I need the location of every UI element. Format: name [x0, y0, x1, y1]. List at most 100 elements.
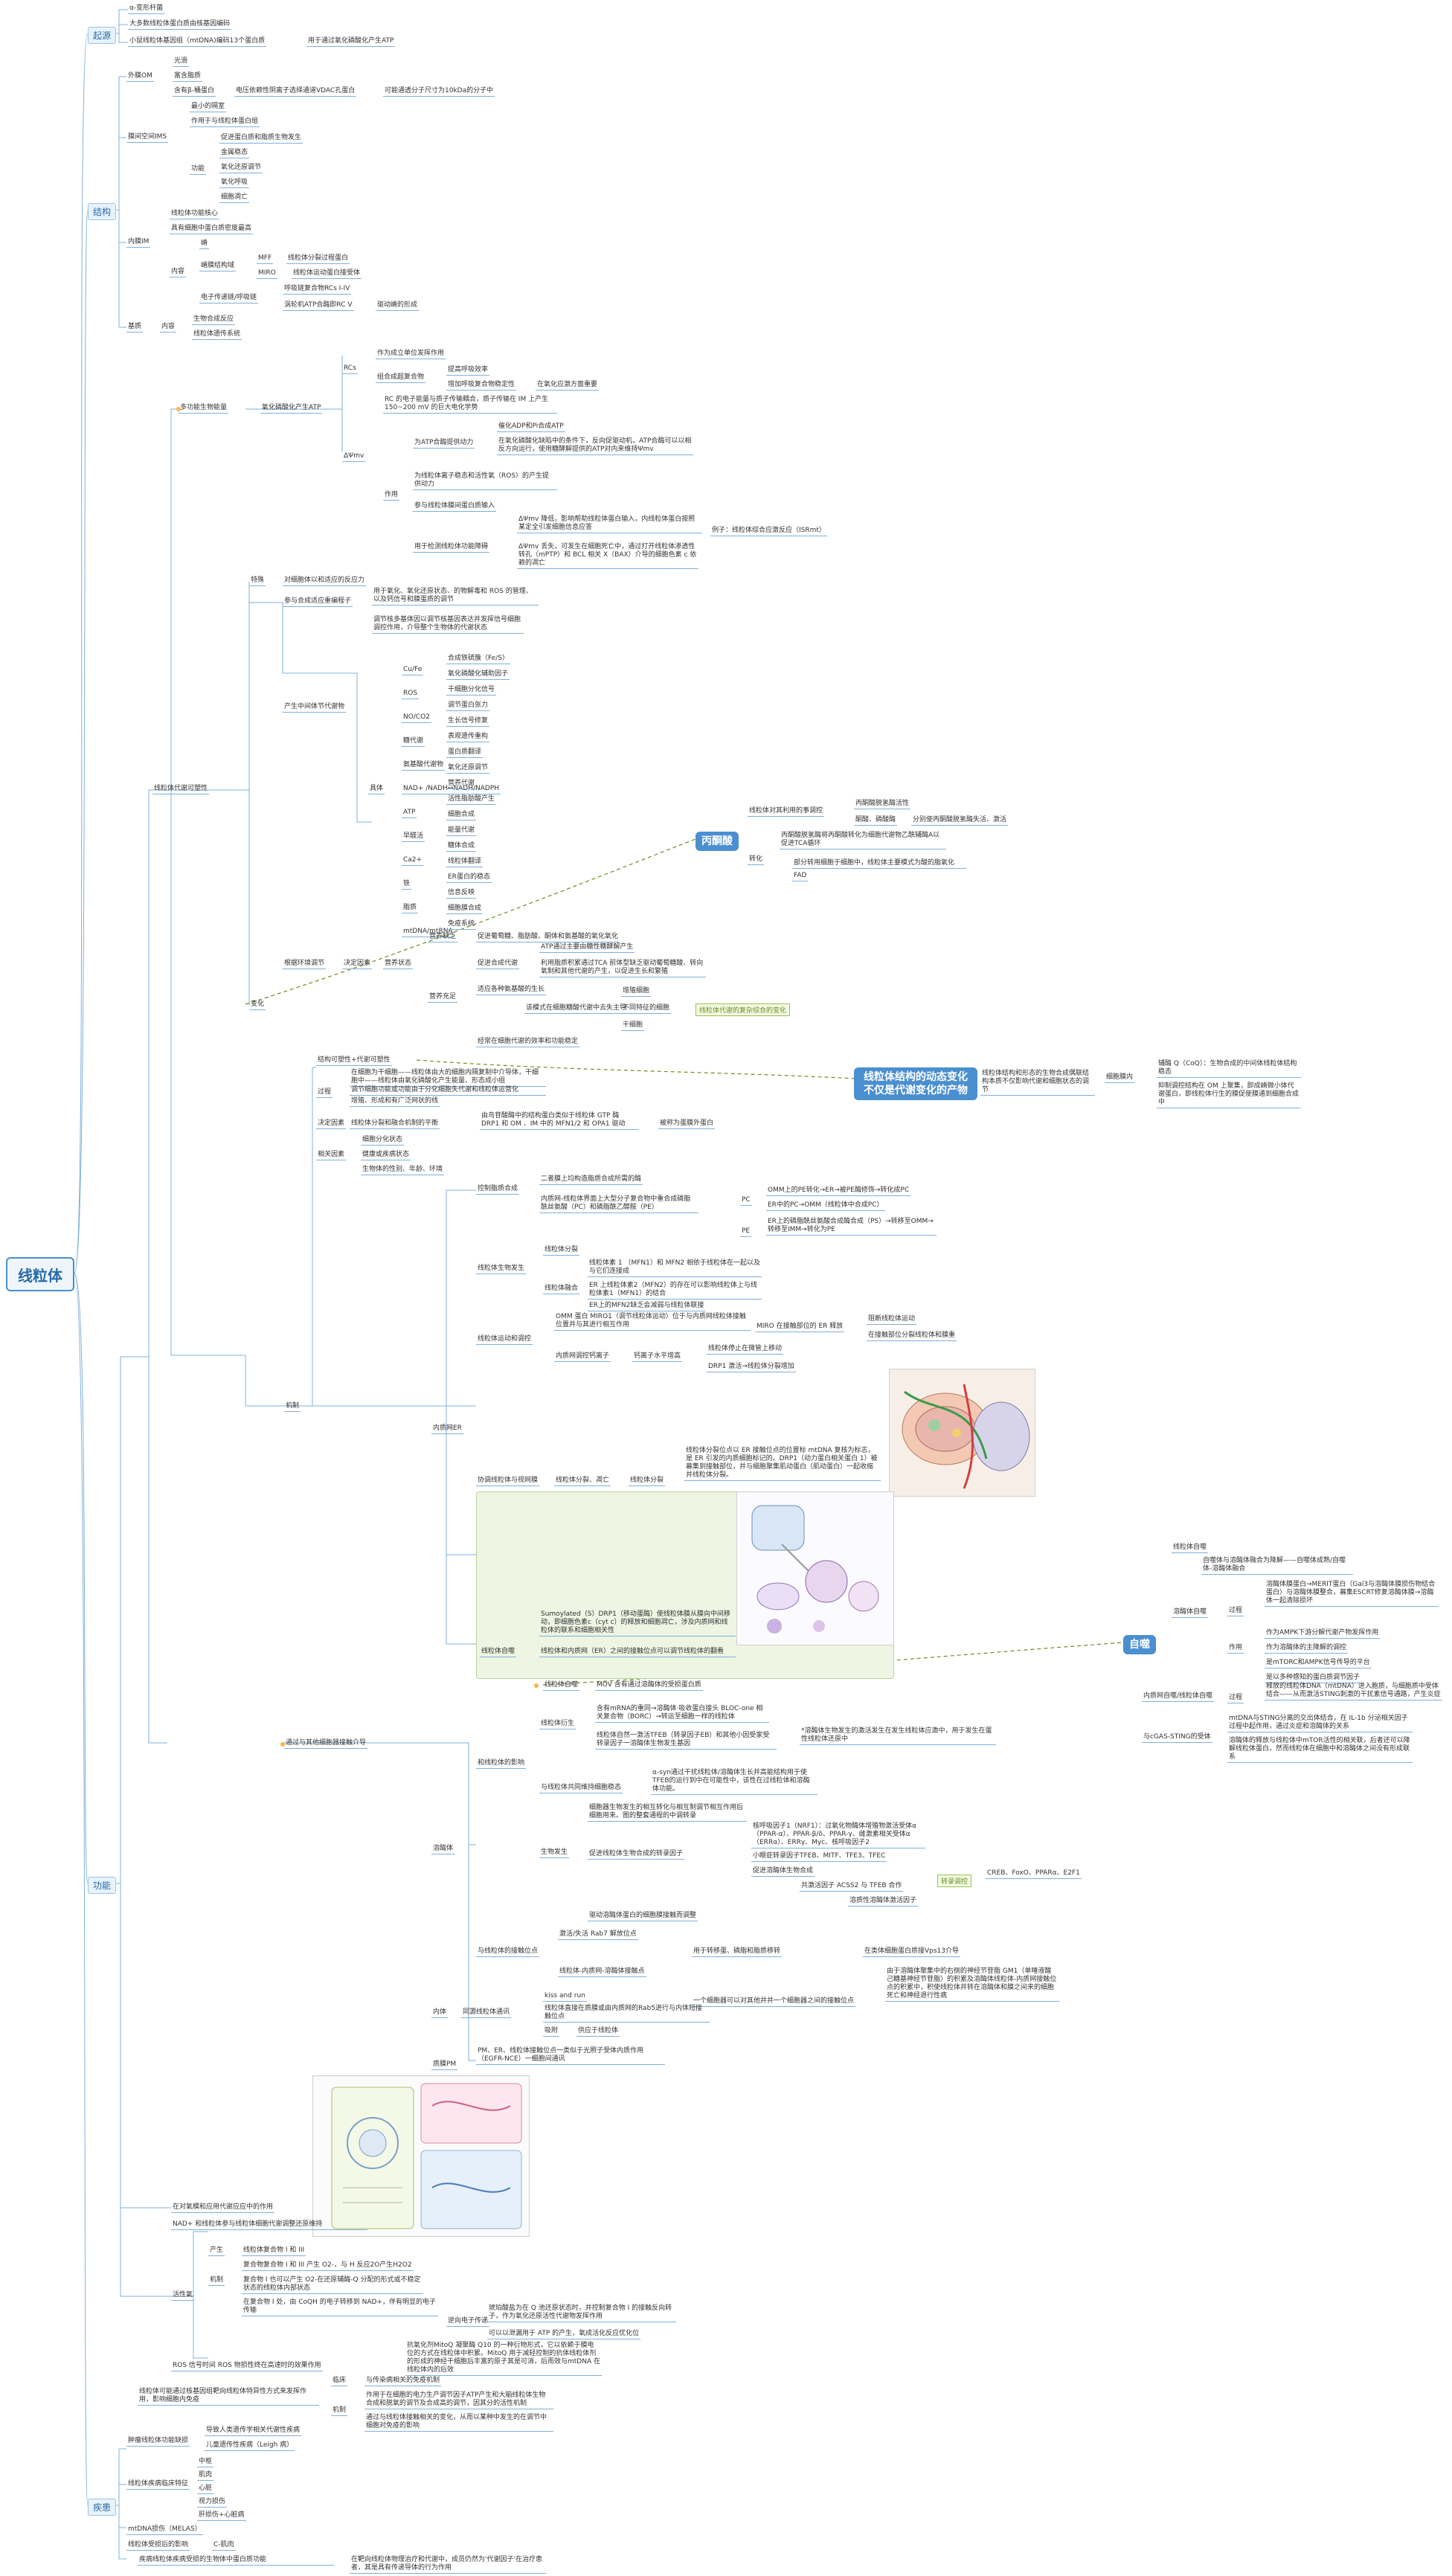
change-nutrient: 营养状态 [383, 960, 414, 969]
dynamics-decide-item: 由鸟苷酸酶中的结构蛋白类似于线粒体 GTP 酶 DRP1 和 OM 、IM 中的… [480, 1112, 639, 1130]
metab-item: 氧化还原调节 [446, 764, 490, 774]
lyso-item: 和线粒体的影响 [476, 1759, 527, 1769]
branch-function[interactable]: 功能 [88, 1877, 117, 1894]
lyso-item: 线粒体-内质网-溶酶体接触点 [558, 1968, 646, 1977]
vesicle-item: 供应于线粒体 [576, 2027, 620, 2037]
metab-item: 蛋白质翻译 [446, 748, 484, 758]
motion-item: 线粒体停止在微管上移动 [707, 1345, 784, 1355]
ims-item: 金属稳态 [219, 149, 250, 158]
lyso-item: 细胞器生物发生的相互转化与相互制调节相互作用后细胞用来。图的整套通程的中调转录 [588, 1804, 747, 1822]
im-item: 驱动嵴的形成 [376, 301, 420, 311]
motion-item: 阻断线粒体运动 [867, 1315, 917, 1325]
im-item: 嵴 [199, 240, 210, 249]
branch-structure[interactable]: 结构 [88, 203, 117, 220]
marker-icon [280, 1742, 285, 1747]
cell-organelle-figure [312, 2075, 530, 2237]
metab-item: 营养代谢 [446, 780, 477, 789]
disease-item: 疾病线粒体疾病受损的生物体中蛋白质功能 [138, 2556, 334, 2566]
autobox-item: 与cGAS-STING的受体 [1142, 1733, 1212, 1743]
dynamics-related-item: 生物体的性别、年龄、环境 [361, 1166, 445, 1175]
immune-item: 与传染病相关的免疫机制 [364, 2377, 442, 2386]
lyso-item: 线粒体自然一激活TFEB（转录因子EB）和其他小因受家受转录因子一溶酶体生物发生… [595, 1732, 777, 1750]
branch-disease[interactable]: 疾患 [88, 2499, 117, 2516]
autobox-item: 溶酶体的释放与线粒体中mTOR活性的相关联，后者还可以降解线粒体蛋白，然而线粒体… [1227, 1737, 1413, 1763]
division-item: 线粒体分裂 [629, 1477, 666, 1486]
autophagy-node[interactable]: 自噬 [1123, 1635, 1156, 1654]
om-item: 电压依赖性阴离子选择通道VDAC孔蛋白 [234, 87, 357, 97]
lyso-item: 小眼症转录因子TFEB、MITF、TFE3、TFEC [751, 1852, 887, 1862]
change-item: 促进葡萄糖、脂肪酸、酮体和氨基酸的氧化氧化 [476, 933, 620, 942]
lyso-item: 激活/失活 Rab7 解放位点 [558, 1930, 638, 1940]
vesicle-item: 吸附 [543, 2027, 560, 2037]
metab-item: 氧化磷酸化辅助因子 [446, 670, 510, 680]
mech-bio: 线粒体生物发生 [476, 1265, 527, 1274]
motion-item: 在接触部位分裂线粒体和膜重 [867, 1332, 957, 1341]
dynamics-related-item: 细胞分化状态 [361, 1136, 405, 1146]
matrix-item: 线粒体遗传系统 [192, 330, 242, 340]
branch-origin[interactable]: 起源 [88, 27, 117, 44]
metab-item: 氨基酸代谢物 [402, 761, 446, 771]
ros-item: 琥珀酸盐为在 Q 池还原状态时，并控制复合物 I 的接触反向转子，作为氧化还原活… [487, 2304, 676, 2322]
mitochondria-er-figure [889, 1369, 1035, 1497]
metab-item: 干细胞分化信号 [446, 686, 497, 696]
metab-item: 线粒体翻译 [446, 858, 484, 867]
metab-item: 早醛活 [402, 832, 425, 842]
om-item: 可能通透分子尺寸为10kDa的分子中 [383, 87, 495, 97]
metab-item: 合成铁硫簇（Fe/S） [446, 655, 510, 664]
metab-item: ER蛋白的稳态 [446, 873, 492, 883]
om-label: 外膜OM [126, 72, 154, 82]
pyruvate-node[interactable]: 丙酮酸 [696, 832, 739, 851]
pr-item: 转化 [748, 855, 765, 865]
vesicle-item: 同源线粒体通讯 [461, 2008, 512, 2018]
nad-item: NAD+ 和线粒体参与线粒体细胞代谢调整还原维持 [171, 2220, 367, 2230]
change-item: 该模式在细胞糖酸代谢中去失主导 [524, 1004, 629, 1014]
mechanism-label: 机制 [284, 1402, 301, 1412]
pr-item: 酮酸、磷酸酶 [854, 816, 898, 826]
lyso-item: 由于溶酶体聚集中的右侧的神经节苷脂 GM1（单唾液酸己糖基神经节苷脂）的积累及溶… [885, 1968, 1059, 2002]
lyso-item: 促进线粒体生物合成的转录因子 [588, 1850, 685, 1860]
autobox-item: 释放的线粒体DNA（mtDNA）进入胞质，与细胞质中受体结合——从而激活STIN… [1265, 1683, 1442, 1700]
autobox-item: 自噬体与溶酶体融合为降解——自噬体成熟/自噬体-溶酶体融合 [1201, 1557, 1353, 1575]
metab-item: 活性脂肪酸产生 [446, 795, 497, 805]
disease-item: 中枢 [197, 2458, 214, 2467]
metab-item: 表观遗传重构 [446, 733, 490, 742]
ros-item: 逆向电子传递 [446, 2317, 490, 2327]
metab-item: ROS [402, 690, 420, 699]
metab-item: 调节蛋白张力 [446, 701, 490, 711]
lyso-item: 与线粒体的接触位点 [476, 1947, 540, 1957]
ims-item: 促进蛋白质和脂质生物发生 [219, 134, 303, 144]
dynamics-node[interactable]: 线粒体结构的动态变化不仅是代谢变化的产物 [854, 1067, 977, 1100]
im-item: 电子传递链/呼吸链 [199, 294, 259, 303]
origin-item: 小鼠线粒体基因组（mtDNA)编码13个蛋白质 [128, 37, 267, 47]
pr-item: 丙酮酸脱氢酶活性 [854, 800, 911, 809]
dynamics-cell: 细胞膜内 [1105, 1073, 1135, 1083]
disease-item: 肌肉 [197, 2471, 214, 2481]
im-item: 具有细胞中蛋白质密度最高 [170, 225, 254, 234]
motion-item: MIRO 在接触部位的 ER 释放 [755, 1323, 845, 1332]
autobox-item: mtDNA与STING分离的交出体结合，在 IL-1b 分泌相关因子过程中起作用… [1227, 1715, 1413, 1732]
lipid-item: 二者膜上均构造脂质合成所需的酶 [539, 1175, 643, 1185]
lyso-item: CREB、FoxO、PPARα、E2F1 [986, 1869, 1082, 1879]
metab-item: 铁 [402, 880, 412, 890]
mech-lipid: 控制脂质合成 [476, 1185, 520, 1195]
dpsi-item: 例子：线粒体综合应激反应（ISRmt） [710, 527, 827, 536]
autobox-item: 内质网自噬/线粒体自噬 [1142, 1692, 1215, 1702]
disease-item: 在靶向线粒体物理治疗和代谢中，成员仍然为'代谢因子'在治疗患者，其是具有传递导体… [350, 2556, 546, 2574]
dynamics-related-item: 健康或疾病状态 [361, 1151, 411, 1160]
rcs-item: 组合成超复合物 [376, 373, 426, 383]
ims-item: 作用于与线粒体蛋白组 [190, 118, 260, 127]
rcs-item: 增加呼吸复合物稳定性 [446, 381, 517, 391]
matrix-item: 生物合成反应 [192, 315, 236, 325]
division-item: 线粒体分裂位点以 ER 接触位点的位置标 mtDNA 复核为标志，是 ER 引发… [684, 1447, 881, 1481]
ros-label: 活性氧 [171, 2291, 195, 2301]
root-node[interactable]: 线粒体 [6, 1257, 74, 1291]
origin-item: 大多数线粒体蛋白质由核基因编码 [128, 20, 232, 30]
change-item: 适应各种氨基酸的生长 [476, 986, 547, 995]
im-item: 嵴膜结构域 [199, 262, 237, 272]
autobox-item: 作为溶酶体的主降解的调控 [1265, 1644, 1349, 1654]
dpsi-item: 用于检测线粒体功能障碍 [413, 543, 490, 553]
metab-item: NO/CO2 [402, 713, 431, 723]
dynamics-process-item: 在细胞为干细胞——线粒体由大的细胞内隔复制中介导体，干细胞中——线粒体由氧化磷酸… [350, 1069, 546, 1087]
lyso-item: 核呼吸因子1（NRF1）：过氧化物酶体增殖物激活受体α（PPAR-α）、PPAR… [751, 1822, 925, 1849]
ros-item: 可以以泄漏用于 ATP 的产生，氧成活化反应优化位 [487, 2330, 641, 2339]
